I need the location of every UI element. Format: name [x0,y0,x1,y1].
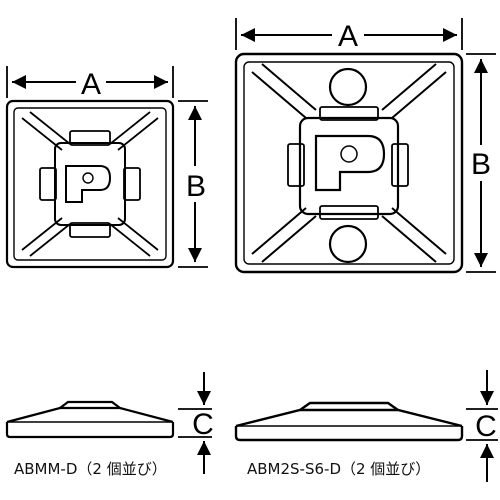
abm2s-side-view [234,401,464,442]
abmm-thickness-dimension: C [178,372,214,474]
abm2s-thickness-dimension: C [466,370,498,482]
abmm-width-dimension: A [6,64,174,101]
abmm-thickness-label: C [192,408,214,441]
abm2s-height-dimension: B [466,53,496,273]
abmm-width-label: A [81,68,101,101]
abm2s-thickness-label: C [475,410,497,443]
abm2s-width-dimension: A [235,16,463,53]
abm2s-caption: ABM2S-S6-D（2 個並び） [247,460,430,478]
abm2s-width-label: A [338,20,358,53]
abm2s-height-label: B [471,148,491,181]
abmm-height-dimension: B [178,100,210,268]
abm2s-top-view [234,52,464,274]
abmm-top-view [5,99,175,269]
abmm-caption: ABMM-D（2 個並び） [14,460,167,478]
abmm-side-view [5,400,175,439]
abmm-height-label: B [186,170,206,203]
